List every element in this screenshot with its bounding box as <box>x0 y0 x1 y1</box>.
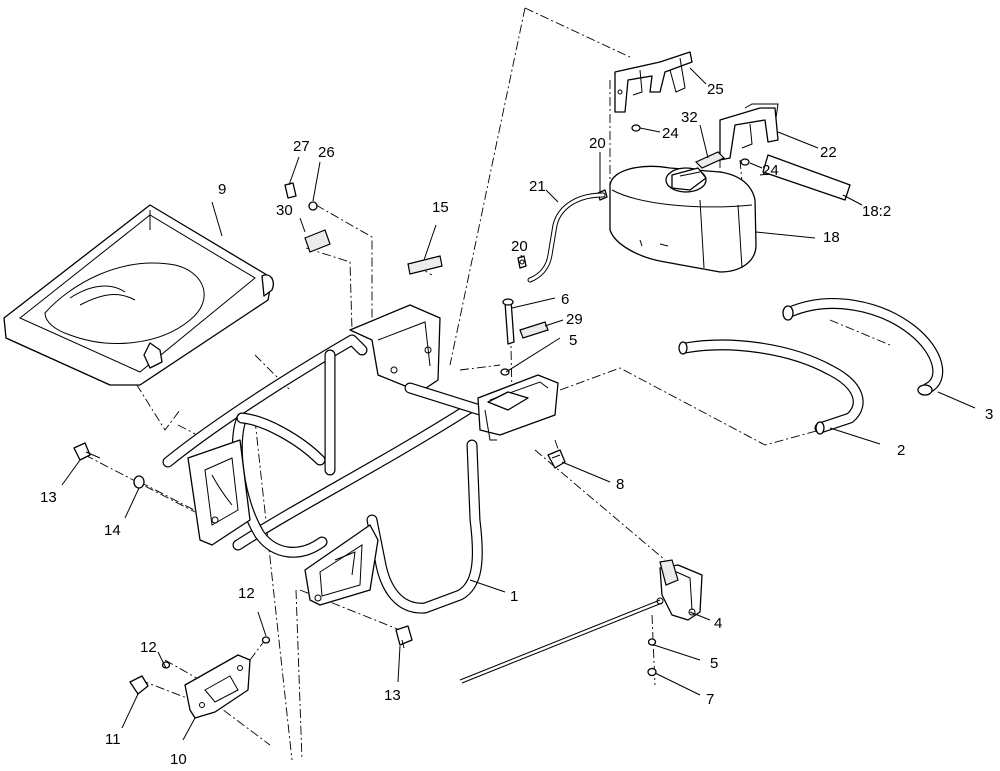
callout-labels: 1 2 3 4 5 5 6 7 8 9 10 11 12 12 13 13 14… <box>40 81 993 768</box>
part-9-seat-pan <box>3 204 274 386</box>
callout-18-2: 18:2 <box>862 203 891 220</box>
callout-3: 3 <box>985 406 993 423</box>
callout-4: 4 <box>714 615 722 632</box>
callout-32: 32 <box>681 109 698 126</box>
part-14-washer <box>133 475 145 489</box>
callout-8: 8 <box>616 476 624 493</box>
part-3-tube <box>782 298 944 396</box>
callout-10: 10 <box>170 751 187 768</box>
part-13-bolt-left <box>73 442 101 461</box>
callout-29: 29 <box>566 311 583 328</box>
part-1-frame <box>162 304 559 614</box>
part-15-decal <box>407 255 443 275</box>
part-21-fuel-line <box>527 192 606 283</box>
callout-15: 15 <box>432 199 449 216</box>
callout-6: 6 <box>561 291 569 308</box>
callout-22: 22 <box>820 144 837 161</box>
part-30-decal <box>304 229 331 253</box>
callout-12-right: 12 <box>238 585 255 602</box>
callout-27: 27 <box>293 138 310 155</box>
parts-6-29-5-hardware <box>500 298 549 376</box>
callout-2: 2 <box>897 442 905 459</box>
callout-24-right: 24 <box>762 162 779 179</box>
callout-5-upper: 5 <box>569 332 577 349</box>
part-18-fuel-tank <box>609 165 757 273</box>
part-4-lever <box>459 559 703 684</box>
part-22-bracket <box>719 103 779 161</box>
part-2-tube <box>678 339 864 435</box>
callout-24-left: 24 <box>662 125 679 142</box>
part-10-bracket <box>184 654 251 719</box>
callout-7: 7 <box>706 691 714 708</box>
callout-13-lower: 13 <box>384 687 401 704</box>
parts-26-27-hardware <box>284 182 318 211</box>
part-5-washer-lower <box>647 638 657 646</box>
callout-21: 21 <box>529 178 546 195</box>
leader-lines <box>61 67 976 741</box>
callout-25: 25 <box>707 81 724 98</box>
callout-9: 9 <box>218 181 226 198</box>
part-8-bolt <box>547 449 566 469</box>
part-11-cap <box>129 675 149 695</box>
callout-20-upper: 20 <box>589 135 606 152</box>
callout-12-left: 12 <box>140 639 157 656</box>
callout-13-left: 13 <box>40 489 57 506</box>
callout-26: 26 <box>318 144 335 161</box>
callout-11: 11 <box>105 731 121 748</box>
callout-18: 18 <box>823 229 840 246</box>
part-25-bracket <box>614 51 693 113</box>
callout-30: 30 <box>276 202 293 219</box>
callout-5-lower: 5 <box>710 655 718 672</box>
part-12-nut-b <box>261 636 271 644</box>
part-13-bolt-lower <box>395 625 413 649</box>
hardware-tank <box>517 124 851 269</box>
callout-1: 1 <box>510 588 518 605</box>
callout-14: 14 <box>104 522 121 539</box>
part-7-nut <box>647 667 657 677</box>
callout-20-lower: 20 <box>511 238 528 255</box>
